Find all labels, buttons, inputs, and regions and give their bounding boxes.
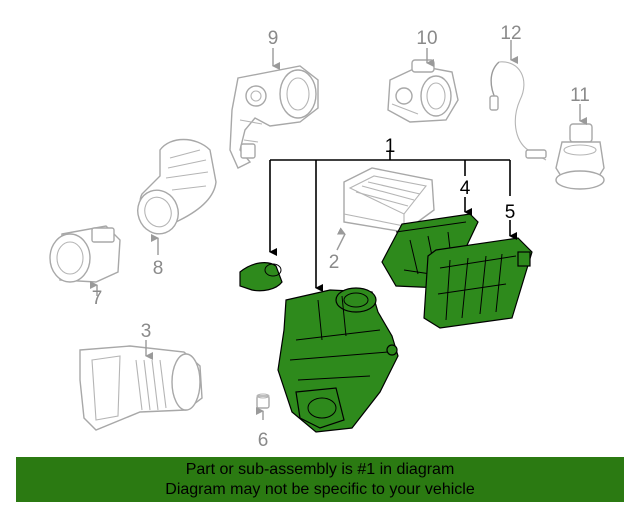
callout-5: 5 — [505, 202, 516, 223]
part-11-sensor — [555, 123, 605, 190]
part-2-air-filter — [343, 167, 435, 233]
callout-3: 3 — [141, 321, 152, 342]
callout-6: 6 — [258, 430, 269, 451]
parts-diagram: 9 10 12 11 8 7 — [49, 23, 605, 451]
part-7-maf-sensor — [49, 225, 121, 283]
part-5-housing-frame — [423, 237, 533, 329]
callout-4: 4 — [460, 178, 471, 199]
part-4-housing-cover — [381, 213, 479, 289]
callout-8: 8 — [153, 258, 164, 279]
part-3-intake-duct — [79, 345, 203, 431]
callout-11: 11 — [570, 85, 590, 106]
banner-line-1: Part or sub-assembly is #1 in diagram — [185, 461, 455, 478]
callout-12: 12 — [500, 23, 521, 44]
callout-2: 2 — [329, 252, 340, 273]
banner-line-2: Diagram may not be specific to your vehi… — [165, 481, 475, 498]
notice-banner: Part or sub-assembly is #1 in diagram Di… — [16, 457, 624, 502]
part-1-air-box — [277, 287, 399, 433]
part-10-throttle-body — [387, 59, 459, 123]
part-8-intake-hose — [137, 138, 217, 235]
callout-9: 9 — [268, 28, 279, 49]
callout-7: 7 — [92, 288, 103, 309]
callout-10: 10 — [416, 28, 437, 49]
part-9-throttle-body — [229, 65, 319, 169]
part-6-grommet — [256, 393, 270, 409]
part-1-hose-elbow — [239, 262, 283, 292]
callout-1: 1 — [385, 136, 396, 157]
callout-1-bracket — [269, 150, 511, 292]
part-12-sensor-cable — [489, 61, 547, 161]
